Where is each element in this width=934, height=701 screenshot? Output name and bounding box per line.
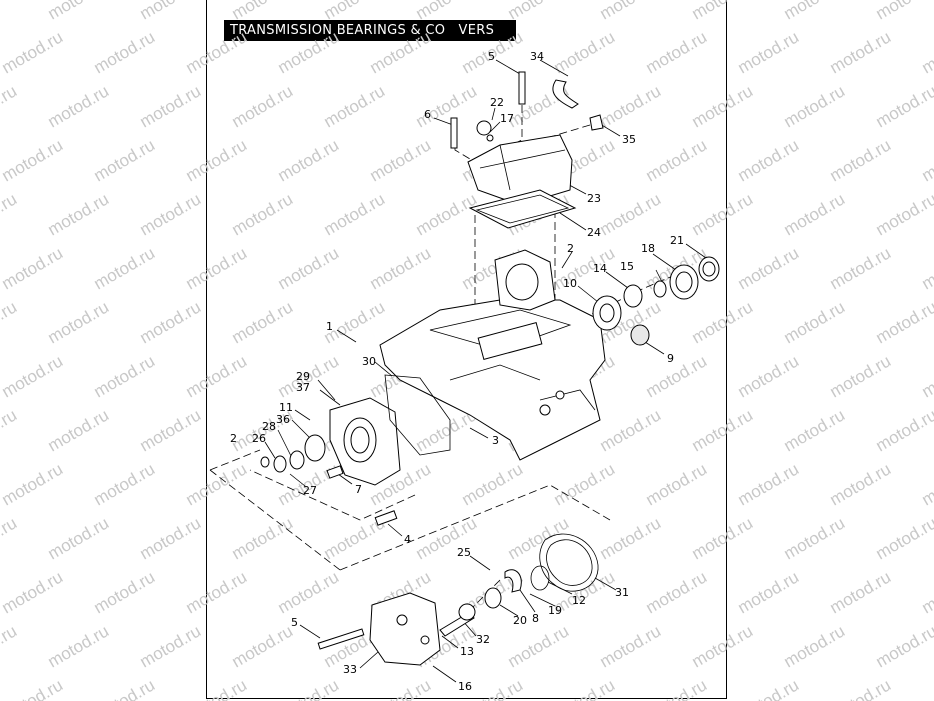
callout-18: 18 xyxy=(641,242,655,255)
callout-34: 34 xyxy=(530,50,544,63)
top-cover xyxy=(467,134,577,229)
callout-28: 28 xyxy=(262,420,276,433)
callout-32: 32 xyxy=(476,633,490,646)
callout-4: 4 xyxy=(404,533,411,546)
callout-2: 2 xyxy=(567,242,574,255)
callout-30: 30 xyxy=(362,355,376,368)
callout-10: 10 xyxy=(563,277,577,290)
callout-21: 21 xyxy=(670,234,684,247)
callout-24: 24 xyxy=(587,226,601,239)
callout-6: 6 xyxy=(424,108,431,121)
callout-2: 2 xyxy=(230,432,237,445)
transmission-case xyxy=(379,249,606,461)
right-bearings xyxy=(592,256,720,346)
callout-16: 16 xyxy=(458,680,472,693)
callout-12: 12 xyxy=(572,594,586,607)
callout-26: 26 xyxy=(252,432,266,445)
callout-5: 5 xyxy=(291,616,298,629)
callout-14: 14 xyxy=(593,262,607,275)
callout-19: 19 xyxy=(548,604,562,617)
callout-17: 17 xyxy=(500,112,514,125)
small-hardware xyxy=(450,71,604,149)
callout-36: 36 xyxy=(276,413,290,426)
callout-25: 25 xyxy=(457,546,471,559)
callout-23: 23 xyxy=(587,192,601,205)
callout-37: 37 xyxy=(296,381,310,394)
callout-29: 29 xyxy=(296,370,310,383)
leader-lines xyxy=(264,59,707,683)
diagram-title: TRANSMISSION BEARINGS & CO VERS xyxy=(224,20,516,41)
callout-7: 7 xyxy=(355,483,362,496)
callout-15: 15 xyxy=(620,260,634,273)
callout-33: 33 xyxy=(343,663,357,676)
callout-31: 31 xyxy=(615,586,629,599)
callout-22: 22 xyxy=(490,96,504,109)
callout-9: 9 xyxy=(667,352,674,365)
diagram-frame xyxy=(206,0,727,699)
callout-3: 3 xyxy=(492,434,499,447)
callout-8: 8 xyxy=(532,612,539,625)
callout-20: 20 xyxy=(513,614,527,627)
callout-1: 1 xyxy=(326,320,333,333)
callout-5: 5 xyxy=(488,50,495,63)
callout-13: 13 xyxy=(460,645,474,658)
callout-labels: 1 2 2 3 4 5 5 6 7 8 9 10 11 12 13 14 15 … xyxy=(230,50,684,693)
callout-35: 35 xyxy=(622,133,636,146)
side-cover xyxy=(260,374,451,526)
lower-cover xyxy=(317,533,599,666)
callout-27: 27 xyxy=(303,484,317,497)
callout-11: 11 xyxy=(279,401,293,414)
